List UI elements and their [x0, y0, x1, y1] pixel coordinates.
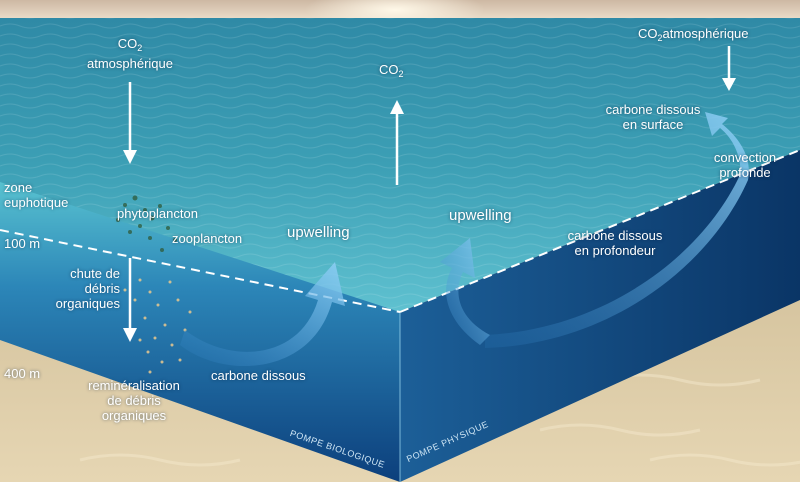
co2-atmospheric-right-label: CO2atmosphérique: [638, 26, 749, 46]
carbone-dissous-label: carbone dissous: [211, 368, 306, 383]
depth-400m-label: 400 m: [4, 366, 40, 381]
co2-atmospheric-left-label: CO2 atmosphérique: [70, 36, 190, 71]
chute-debris-label: chute de débris organiques: [30, 266, 120, 311]
remineralisation-label: reminéralisation de débris organiques: [74, 378, 194, 423]
upwelling-right-label: upwelling: [449, 207, 512, 224]
zooplancton-label: zooplancton: [172, 231, 242, 246]
co2-outgassing-label: CO2: [379, 62, 404, 82]
upwelling-left-label: upwelling: [287, 224, 350, 241]
depth-100m-label: 100 m: [4, 236, 40, 251]
zone-euphotique-label: zone euphotique: [4, 180, 68, 210]
convection-profonde-label: convection profonde: [700, 150, 790, 180]
phytoplancton-label: phytoplancton: [117, 206, 198, 221]
carbone-dissous-profondeur-label: carbone dissous en profondeur: [560, 228, 670, 258]
carbone-dissous-surface-label: carbone dissous en surface: [598, 102, 708, 132]
